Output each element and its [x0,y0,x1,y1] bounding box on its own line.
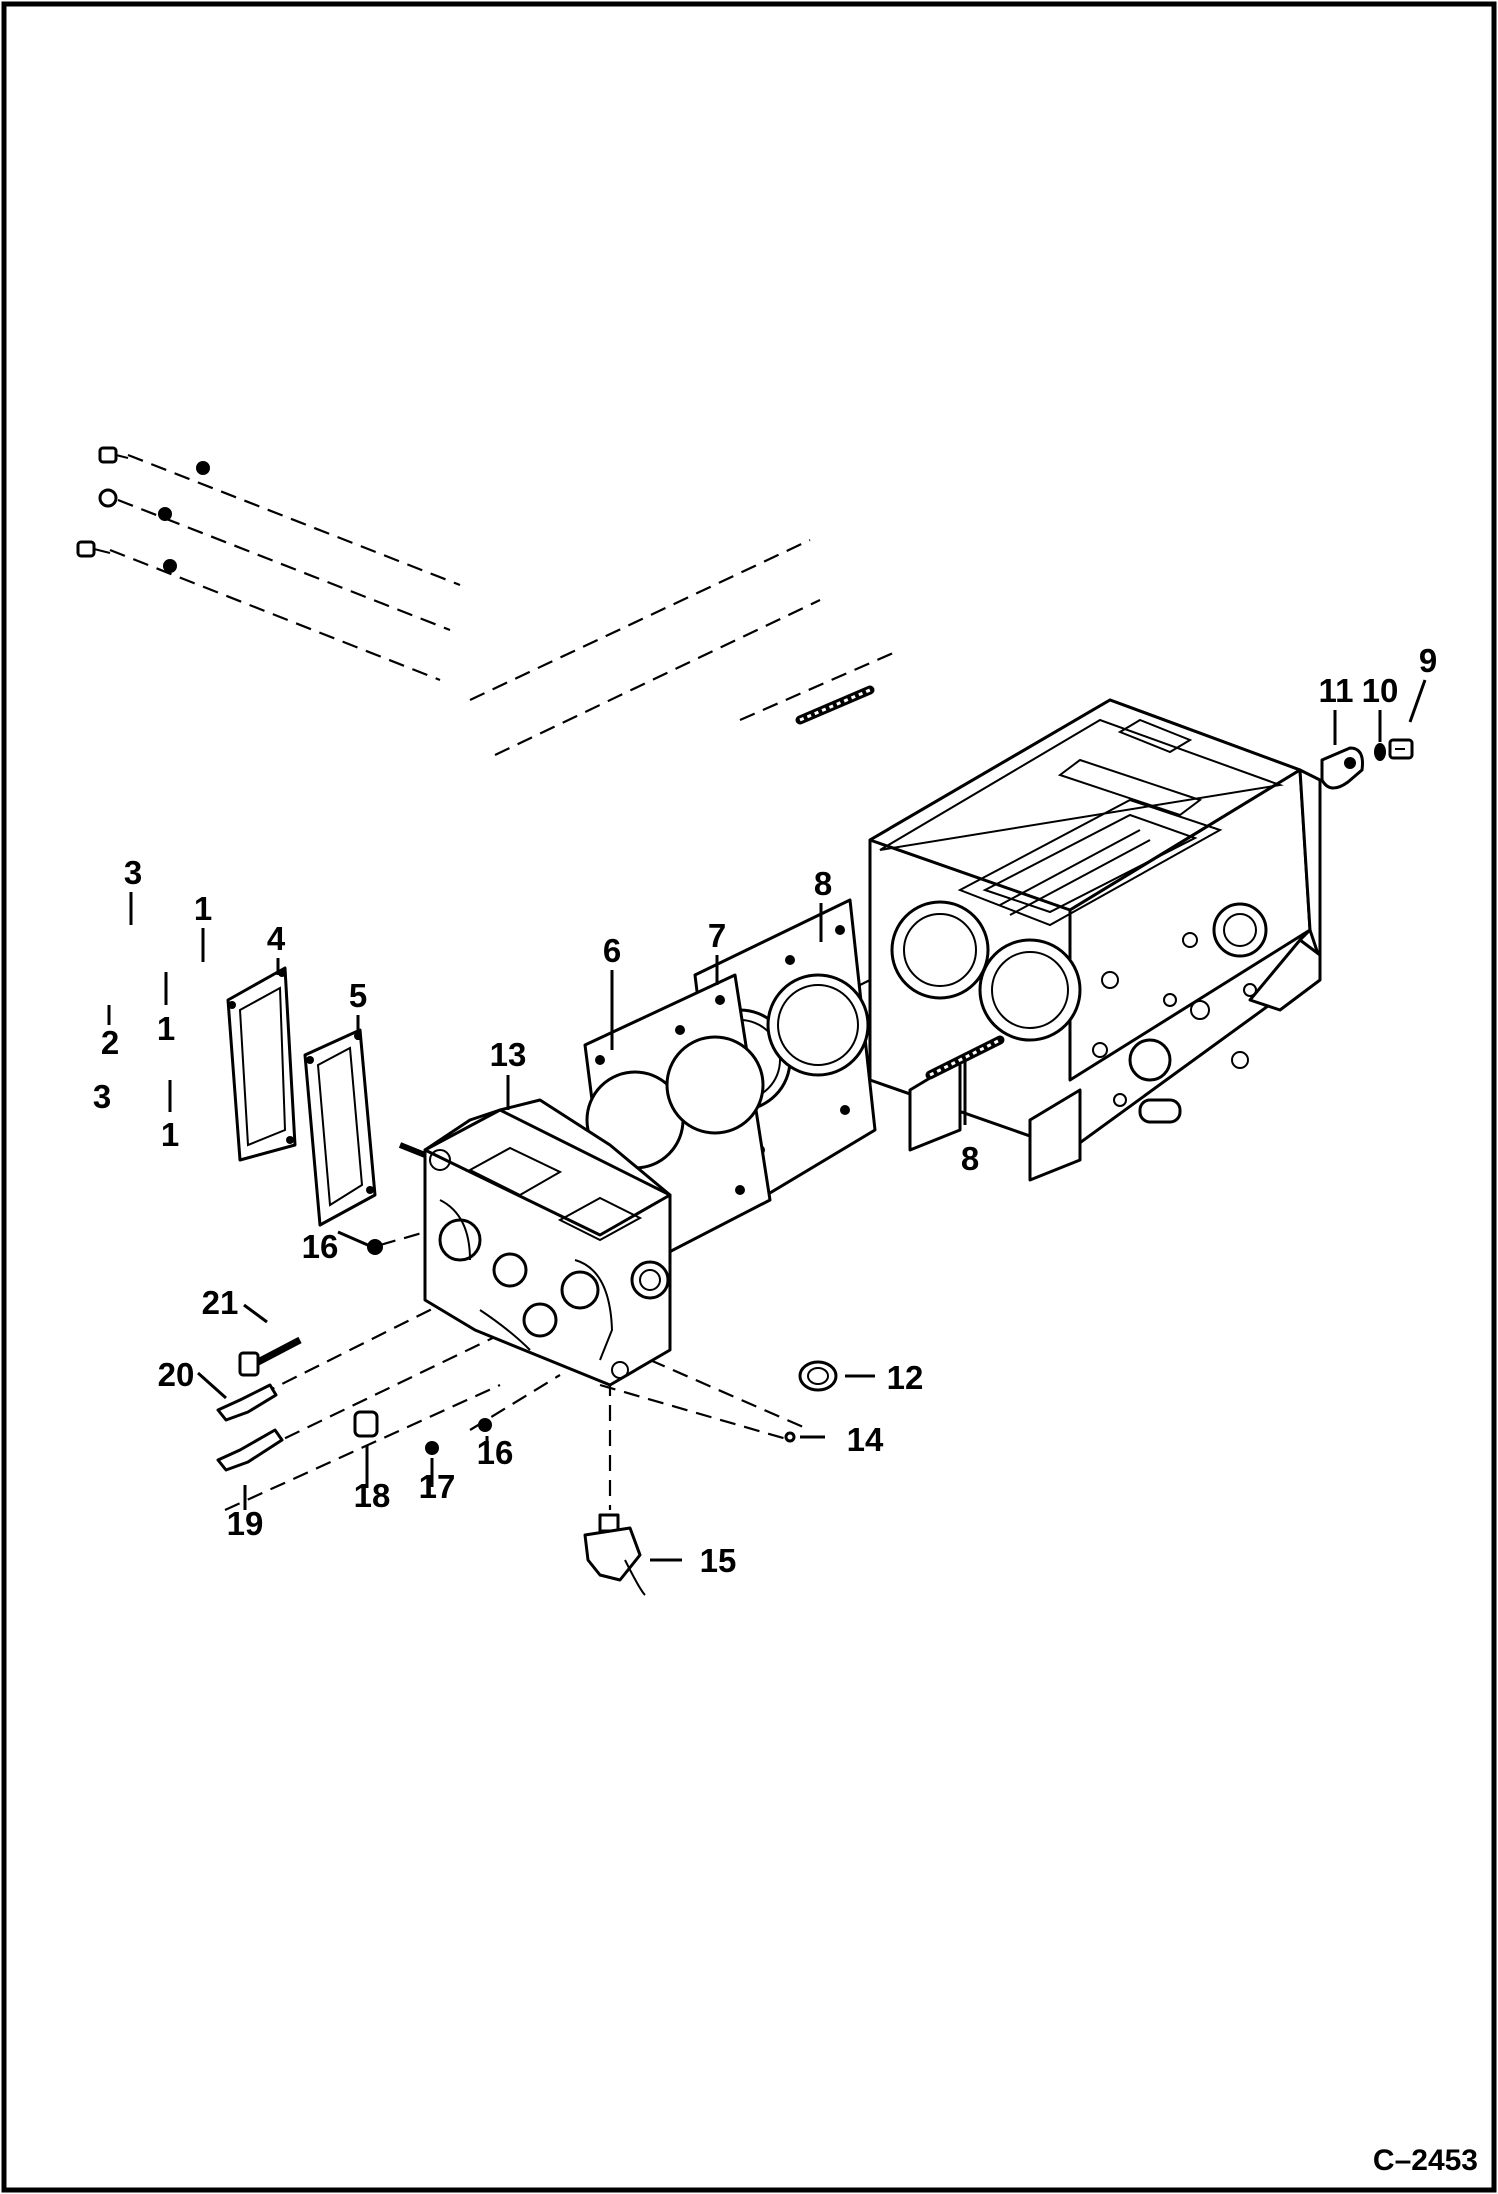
callout-16-upper: 16 [302,1228,339,1265]
callout-11: 11 [1319,672,1354,709]
plug-17 [425,1441,439,1455]
callout-8-lower: 8 [961,1140,979,1177]
drawing-code: C–2453 [1373,2144,1478,2177]
stud-8-upper [795,685,875,725]
engine-hanger [1320,746,1364,790]
cover-bolt-upper [98,446,129,464]
callout-1-bottom: 1 [161,1116,179,1153]
stud-8-lower [925,1035,1005,1080]
cover-gasket-5 [303,1028,377,1227]
hanger-bolt [1388,738,1414,760]
cover-bolt-lower [76,540,111,558]
callout-18: 18 [354,1477,391,1514]
bolt-21 [238,1336,302,1377]
cylinder-head [398,1098,672,1387]
cover-nut [98,488,118,508]
callout-4: 4 [267,920,286,957]
ball-14 [784,1431,796,1443]
rocker-cover-4 [226,966,297,1162]
alignment-lines [109,453,1011,1512]
callout-labels: 3 1 4 5 2 1 3 1 13 6 7 8 8 11 10 9 16 21… [93,642,1437,1579]
callout-16-lower: 16 [477,1434,514,1471]
callout-14: 14 [847,1421,884,1458]
callout-17: 17 [419,1468,456,1505]
callout-8-upper: 8 [814,865,832,902]
callout-15: 15 [700,1542,737,1579]
nozzle-20 [216,1383,278,1422]
fitting-15 [583,1513,646,1596]
callout-12: 12 [887,1359,924,1396]
plug-16-upper [367,1239,383,1255]
callout-9: 9 [1419,642,1437,679]
callout-13: 13 [490,1036,527,1073]
callout-21: 21 [202,1284,239,1321]
callout-1-middle: 1 [157,1010,175,1047]
callout-7: 7 [708,917,726,954]
callout-1-top: 1 [194,890,212,927]
plug-12 [798,1360,838,1392]
nozzle-19 [216,1428,284,1472]
cover-washers [158,461,210,573]
callout-10: 10 [1362,672,1399,709]
plug-16-lower [478,1418,492,1432]
callout-2: 2 [101,1024,119,1061]
callout-20: 20 [158,1356,195,1393]
leader-lines [107,679,1427,1562]
callout-3-lower: 3 [93,1078,111,1115]
callout-6: 6 [603,932,621,969]
callout-19: 19 [227,1505,264,1542]
engine-block [868,698,1322,1182]
callout-3-upper: 3 [124,854,142,891]
callout-5: 5 [349,977,367,1014]
hanger-washer [1374,743,1386,761]
plug-18 [353,1410,379,1438]
